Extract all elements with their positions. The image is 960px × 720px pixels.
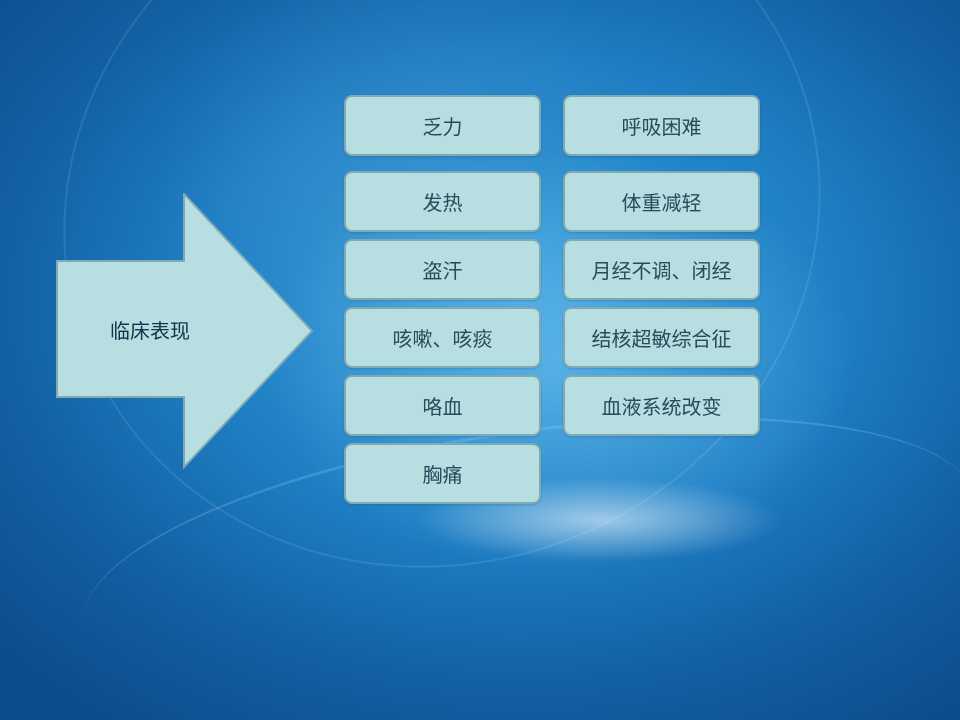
symptom-box: 盗汗 [344, 239, 541, 300]
symptom-box: 月经不调、闭经 [563, 239, 760, 300]
arrow-label: 临床表现 [110, 319, 190, 343]
symptom-box: 呼吸困难 [563, 95, 760, 156]
symptom-box: 发热 [344, 171, 541, 232]
symptom-box: 乏力 [344, 95, 541, 156]
symptom-box: 体重减轻 [563, 171, 760, 232]
symptom-box: 结核超敏综合征 [563, 307, 760, 368]
symptom-box: 胸痛 [344, 443, 541, 504]
block-arrow [56, 193, 314, 469]
symptom-box: 咯血 [344, 375, 541, 436]
symptom-box: 血液系统改变 [563, 375, 760, 436]
symptom-box: 咳嗽、咳痰 [344, 307, 541, 368]
